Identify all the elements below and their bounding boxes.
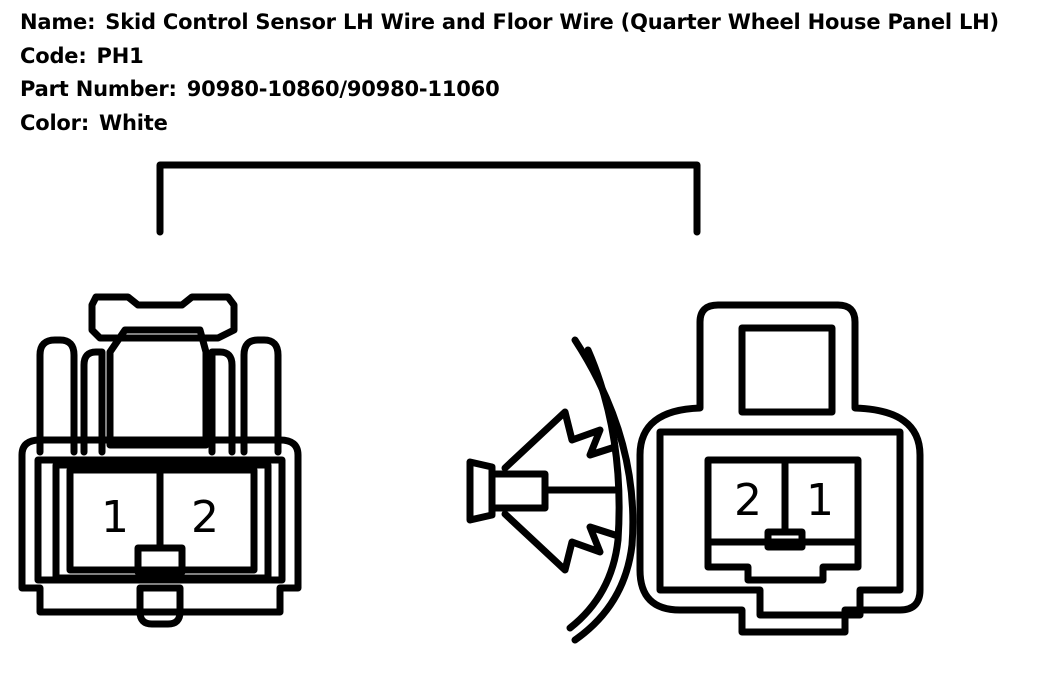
left-side-rib-inner-l [80, 348, 106, 456]
right-pin-window [704, 456, 862, 584]
right-latch-block [738, 324, 836, 416]
color-row: Color: White [20, 107, 999, 141]
part-number-row: Part Number: 90980-10860/90980-11060 [20, 73, 999, 107]
right-connector [636, 301, 924, 636]
left-latch-body [106, 326, 210, 449]
right-pin-2-label: 2 [734, 475, 762, 526]
mounting-clip [466, 336, 637, 644]
left-housing-outer [18, 436, 302, 616]
left-pin-window [66, 466, 258, 574]
left-side-rib-inner-r [208, 348, 236, 456]
left-lock-tab [134, 544, 186, 576]
clip-upper-barb [501, 408, 619, 472]
left-housing-frame [52, 461, 272, 582]
name-row: Name: Skid Control Sensor LH Wire and Flo… [20, 6, 999, 40]
right-housing-outer [636, 301, 924, 636]
left-pin-1-label: 1 [101, 492, 129, 543]
part-number-label: Part Number: [20, 77, 177, 101]
color-value: White [99, 110, 168, 135]
connector-info: Name: Skid Control Sensor LH Wire and Flo… [20, 6, 999, 140]
color-label: Color: [20, 110, 90, 135]
right-housing-frame [656, 428, 904, 619]
left-pin-2-label: 2 [191, 492, 219, 543]
right-lock-tab [764, 528, 806, 551]
left-side-rib-outer-l [36, 336, 78, 456]
clip-shank [488, 470, 549, 512]
part-number-value: 90980-10860/90980-11060 [186, 77, 500, 101]
name-label: Name: [20, 10, 96, 34]
left-latch-cap [88, 293, 238, 342]
right-pin-1-label: 1 [806, 475, 834, 526]
name-value: Skid Control Sensor LH Wire and Floor Wi… [105, 10, 999, 34]
left-connector [18, 293, 302, 628]
code-label: Code: [20, 43, 87, 68]
code-row: Code: PH1 [20, 40, 999, 74]
left-bottom-key [136, 584, 184, 628]
mating-bracket-line [156, 161, 701, 236]
left-housing-inner [34, 456, 286, 584]
clip-head [466, 458, 496, 524]
code-value: PH1 [96, 43, 144, 68]
clip-arc-inner [566, 346, 623, 632]
left-side-rib-outer-r [240, 336, 282, 456]
clip-lower-barb [501, 510, 619, 574]
